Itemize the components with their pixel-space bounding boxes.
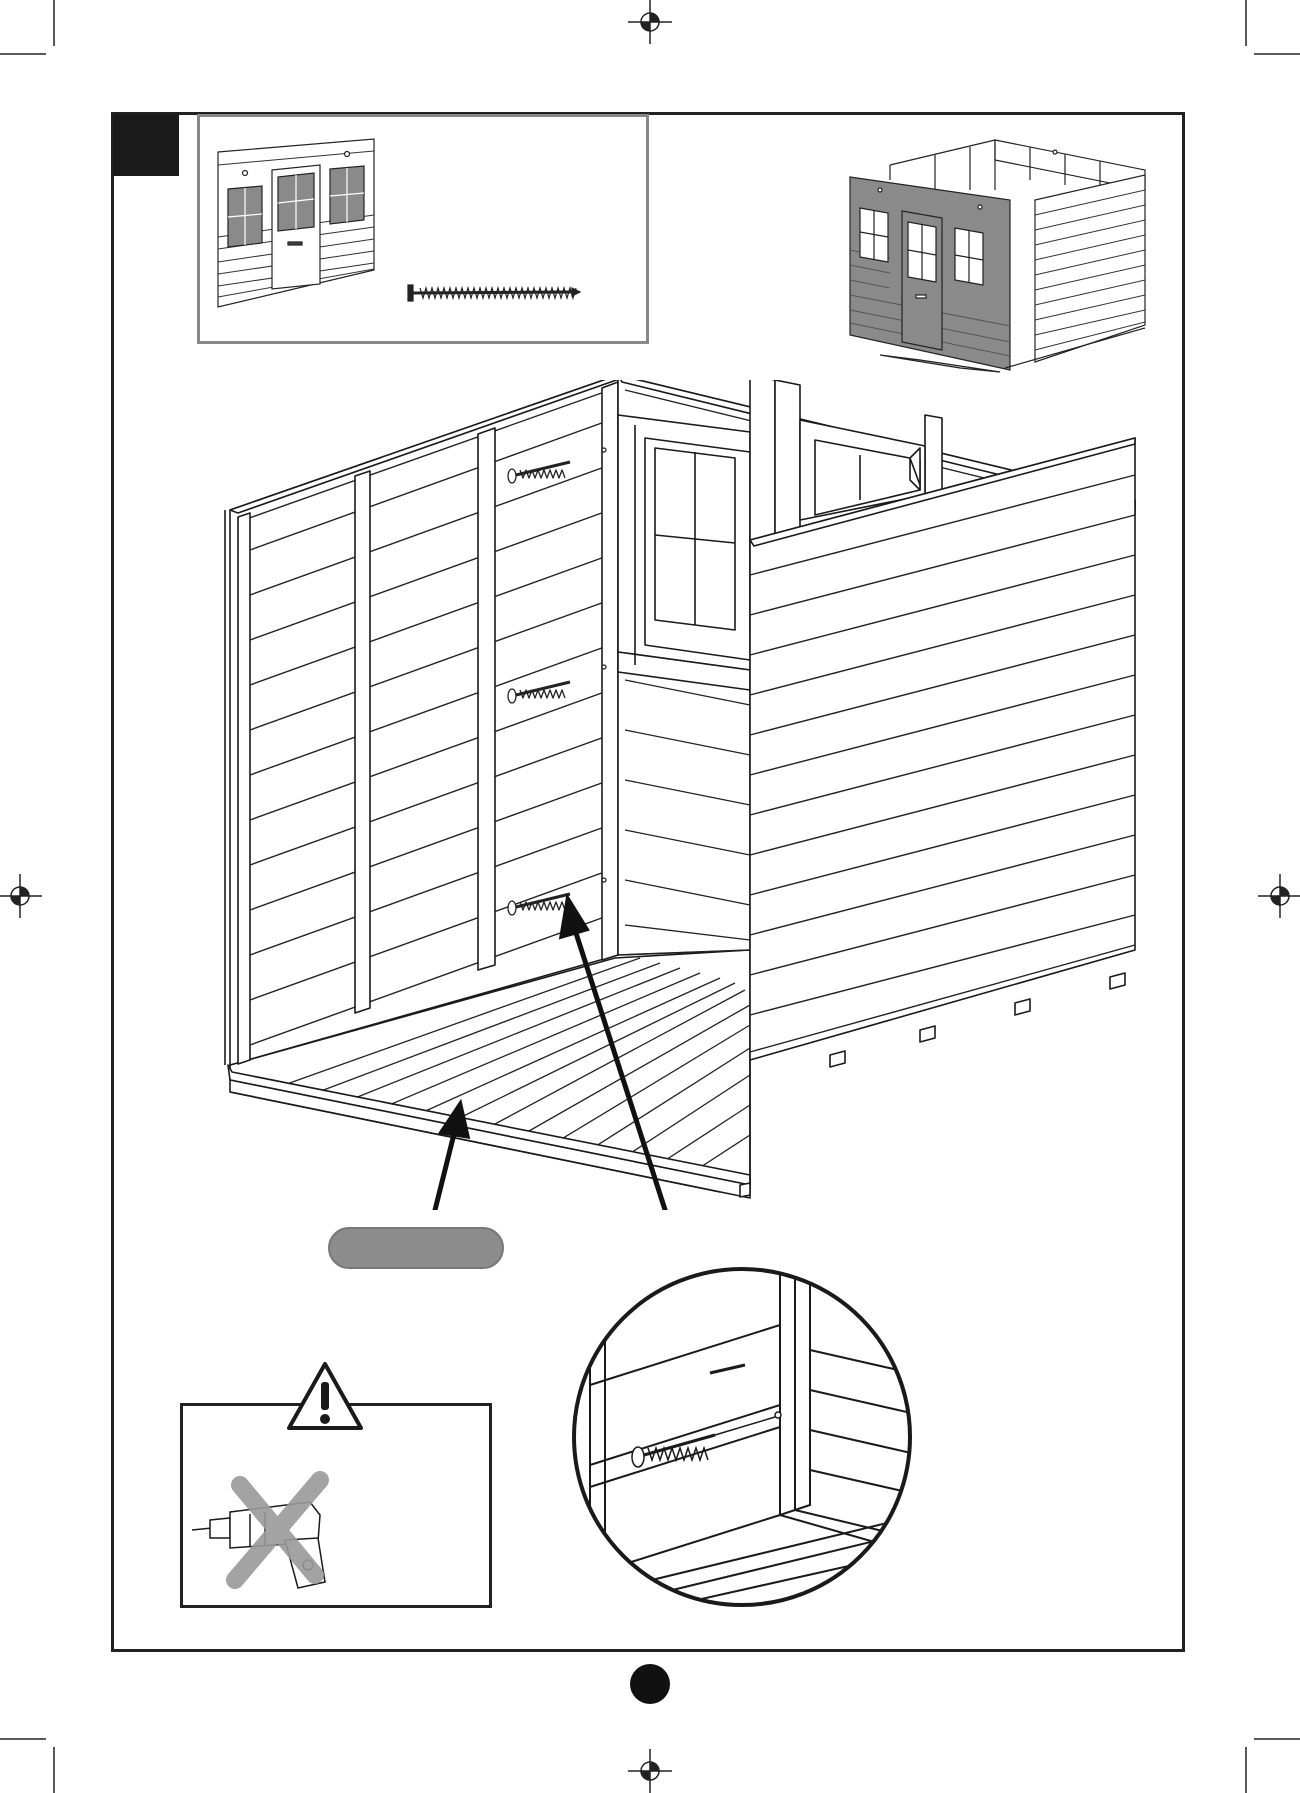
warning-triangle-icon — [285, 1360, 365, 1432]
step-number-box — [113, 114, 179, 176]
shed-overview — [840, 130, 1160, 380]
callout-label-pill — [328, 1227, 504, 1269]
parts-box-drawing — [200, 117, 646, 341]
screw-icon — [408, 285, 580, 301]
zoom-detail — [570, 1265, 920, 1615]
page-number-badge — [630, 1664, 670, 1704]
cross-icon — [225, 1470, 335, 1590]
front-panel-part — [218, 139, 374, 307]
main-assembly-drawing — [220, 380, 1150, 1210]
